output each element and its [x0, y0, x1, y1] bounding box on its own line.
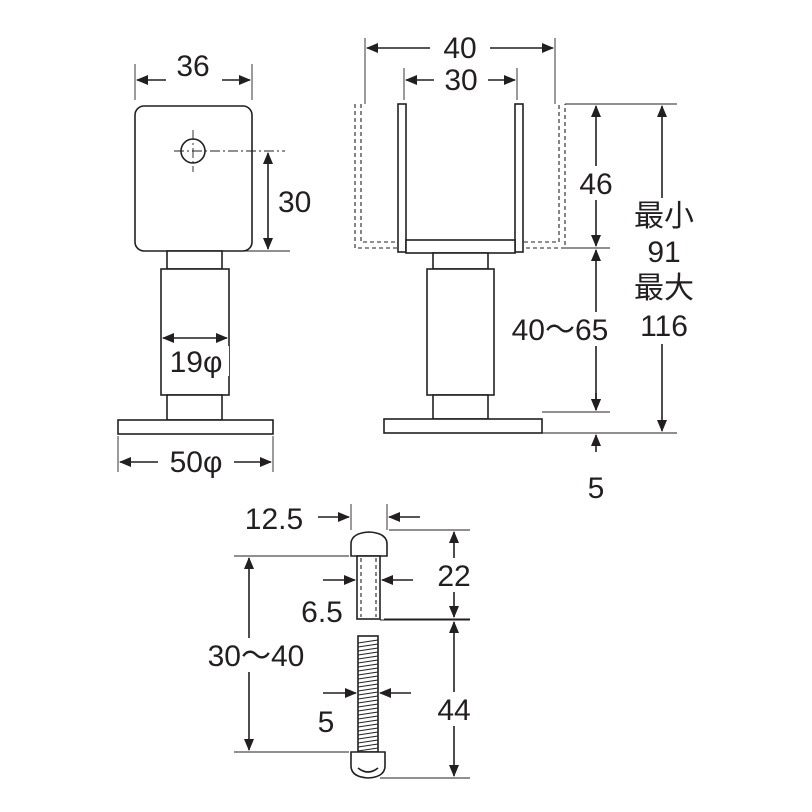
- side-top-plate: [134, 105, 253, 252]
- thread-line: [357, 691, 379, 696]
- dim-bolt-shank-short: 6.5: [301, 596, 343, 629]
- dim-base-diameter: 50φ: [170, 446, 223, 479]
- thread-line: [357, 707, 379, 712]
- dim-channel-height: 46: [579, 168, 612, 201]
- thread-line: [357, 747, 379, 752]
- dim-plate-width: 36: [176, 50, 209, 83]
- thread-line: [357, 731, 379, 736]
- dim-rod-diameter: 19φ: [170, 346, 223, 379]
- dim-bolt-length-short: 22: [437, 560, 470, 593]
- side-lower-neck: [166, 394, 223, 421]
- channel-outline: [354, 104, 566, 249]
- thread-line: [357, 727, 379, 732]
- thread-line: [357, 735, 379, 740]
- thread-line: [357, 667, 379, 672]
- thread-line: [357, 683, 379, 688]
- thread-lines: [357, 639, 379, 752]
- front-view: 40 30 46 40～65 5 最小 91 最大 116: [354, 32, 700, 505]
- thread-line: [357, 679, 379, 684]
- short-bolt-head: [350, 531, 388, 557]
- thread-line: [357, 723, 379, 728]
- thread-line: [357, 675, 379, 680]
- thread-line: [357, 699, 379, 704]
- dim-channel-inner: 30: [444, 64, 477, 97]
- total-max-label: 最大: [634, 272, 694, 305]
- thread-line: [357, 659, 379, 664]
- right-upright: [514, 103, 524, 253]
- thread-line: [357, 743, 379, 748]
- dim-bolt-length-long: 44: [437, 694, 470, 727]
- thread-line: [357, 663, 379, 668]
- front-neck: [432, 252, 489, 270]
- bolt-detail: 12.5 6.5 22 30～40 5 44: [196, 503, 480, 779]
- dim-channel-outer: 40: [443, 32, 476, 65]
- thread-line: [357, 715, 379, 720]
- long-bolt-head: [350, 751, 386, 779]
- front-base-plate: [383, 418, 543, 434]
- thread-line: [357, 651, 379, 656]
- thread-line: [357, 671, 379, 676]
- thread-line: [357, 639, 379, 644]
- short-bolt-shank: [356, 555, 381, 620]
- thread-line: [357, 687, 379, 692]
- thread-line: [357, 739, 379, 744]
- thread-line: [357, 703, 379, 708]
- total-min-value: 91: [647, 236, 680, 269]
- dim-adjust-range: 40～65: [512, 314, 609, 347]
- thread-line: [357, 655, 379, 660]
- total-max-value: 116: [640, 310, 688, 343]
- dim-bolt-shank-long: 5: [318, 706, 335, 739]
- thread-line: [357, 695, 379, 700]
- thread-line: [357, 647, 379, 652]
- front-rod: [426, 268, 495, 396]
- dim-base-thickness: 5: [588, 472, 605, 505]
- left-upright: [397, 103, 407, 253]
- saddle-plate: [405, 239, 516, 254]
- side-view: 36 30 19φ 50φ: [117, 50, 324, 479]
- dim-hole-offset: 30: [278, 186, 311, 219]
- thread-line: [357, 643, 379, 648]
- thread-line: [357, 719, 379, 724]
- dim-bolt-length-range: 30～40: [208, 640, 305, 673]
- front-lower-neck: [432, 394, 489, 420]
- side-neck: [166, 250, 223, 270]
- dim-bolt-head-width: 12.5: [245, 503, 303, 536]
- side-base-plate: [117, 419, 274, 435]
- total-min-label: 最小: [634, 200, 694, 233]
- thread-line: [357, 711, 379, 716]
